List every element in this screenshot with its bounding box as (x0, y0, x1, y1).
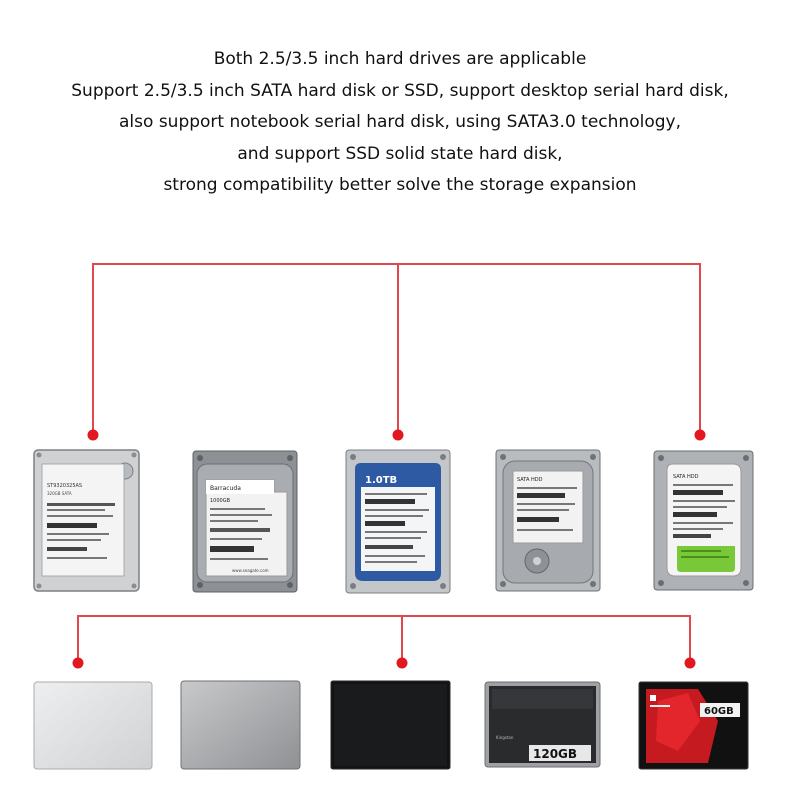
ssd5-capacity: 60GB (704, 706, 734, 717)
hdd-dot-middle (392, 429, 404, 441)
hdd-image-2: Barracuda 1000GB www.seagate.com (192, 450, 298, 593)
hdd2-site: www.seagate.com (232, 568, 269, 573)
hdd-image-3: 1.0TB (345, 449, 451, 594)
headline: Both 2.5/3.5 inch hard drives are applic… (0, 44, 800, 202)
hdd-dot-right (694, 429, 706, 441)
ssd-image-1 (33, 681, 153, 770)
hdd-dot-left (87, 429, 99, 441)
hdd-image-1: ST9320325AS 320GB SATA (33, 449, 140, 592)
headline-line-1: Both 2.5/3.5 inch hard drives are applic… (213, 49, 587, 69)
ssd-dot-right (684, 657, 696, 669)
hdd1-label-model: ST9320325AS (47, 483, 82, 489)
ssd-image-5: 60GB (638, 681, 749, 770)
hdd3-capacity-label: 1.0TB (365, 475, 397, 486)
headline-line-2: Support 2.5/3.5 inch SATA hard disk or S… (71, 80, 729, 101)
ssd-image-3 (330, 680, 451, 770)
hdd2-capacity: 1000GB (210, 498, 231, 504)
ssd-image-4: Kingston 120GB (484, 681, 601, 768)
ssd-connector-bracket (77, 615, 691, 662)
ssd4-capacity: 120GB (533, 747, 577, 761)
ssd-dot-middle (396, 657, 408, 669)
ssd4-brand: Kingston (496, 735, 514, 740)
hdd-connector-bracket (92, 263, 701, 433)
ssd-connector (72, 615, 696, 669)
hdd-image-5: SATA HDD (653, 450, 754, 591)
hdd-image-4: SATA HDD (495, 449, 601, 592)
hdd-connector (87, 263, 706, 441)
hdd2-brand: Barracuda (210, 485, 241, 492)
headline-line-3: also support notebook serial hard disk, … (119, 112, 681, 132)
hdd5-label: SATA HDD (673, 474, 699, 480)
ssd-image-2 (180, 680, 301, 770)
ssd-dot-left (72, 657, 84, 669)
headline-line-4: and support SSD solid state hard disk, (237, 143, 563, 164)
headline-line-5: strong compatibility better solve the st… (163, 175, 637, 195)
hdd1-label-capacity: 320GB SATA (47, 491, 72, 496)
hdd4-label: SATA HDD (517, 477, 543, 483)
